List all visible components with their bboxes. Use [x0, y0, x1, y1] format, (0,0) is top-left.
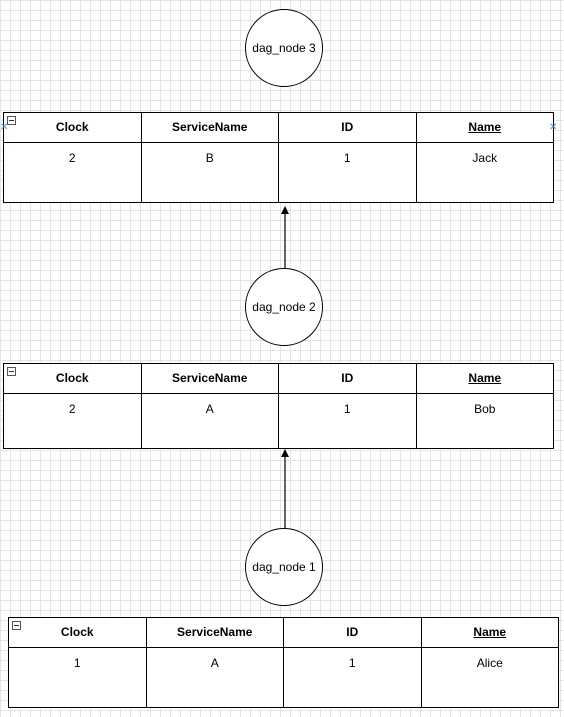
- dag-node-1[interactable]: dag_node 1: [245, 528, 323, 606]
- table-header: Clock ServiceName ID Name: [4, 364, 553, 394]
- header-id: ID: [278, 113, 416, 142]
- collapse-icon[interactable]: [7, 367, 16, 376]
- header-clock: Clock: [55, 371, 89, 385]
- dag-node-1-label: dag_node 1: [252, 560, 316, 574]
- collapse-icon[interactable]: [7, 116, 16, 125]
- table-alice[interactable]: Clock ServiceName ID Name 1 A 1 Alice: [8, 617, 559, 708]
- cell-servicename: A: [145, 648, 284, 708]
- header-servicename: ServiceName: [145, 618, 284, 647]
- selection-handle-right-icon[interactable]: ✕: [549, 122, 558, 133]
- cell-clock: 2: [68, 402, 76, 416]
- dag-node-2-label: dag_node 2: [252, 300, 316, 314]
- cell-name: Jack: [415, 143, 554, 203]
- table-row: 2 A 1 Bob: [4, 394, 553, 449]
- cell-clock: 2: [68, 151, 76, 165]
- cell-id: 1: [278, 394, 416, 449]
- header-servicename: ServiceName: [140, 113, 279, 142]
- header-name: Name: [415, 364, 554, 393]
- dag-node-3[interactable]: dag_node 3: [245, 9, 323, 87]
- header-clock: Clock: [55, 120, 89, 134]
- cell-servicename: B: [140, 143, 279, 203]
- dag-node-3-label: dag_node 3: [252, 41, 316, 55]
- table-jack[interactable]: Clock ServiceName ID Name 2 B 1 Jack: [3, 112, 554, 203]
- header-id: ID: [283, 618, 421, 647]
- header-name: Name: [420, 618, 559, 647]
- cell-id: 1: [283, 648, 421, 708]
- dag-node-2[interactable]: dag_node 2: [245, 268, 323, 346]
- header-clock: Clock: [60, 625, 94, 639]
- header-id: ID: [278, 364, 416, 393]
- header-name: Name: [415, 113, 554, 142]
- table-header: Clock ServiceName ID Name: [9, 618, 558, 648]
- table-row: 2 B 1 Jack: [4, 143, 553, 203]
- table-row: 1 A 1 Alice: [9, 648, 558, 708]
- header-servicename: ServiceName: [140, 364, 279, 393]
- cell-name: Bob: [415, 394, 554, 449]
- collapse-icon[interactable]: [12, 621, 21, 630]
- cell-name: Alice: [420, 648, 559, 708]
- cell-id: 1: [278, 143, 416, 203]
- cell-servicename: A: [140, 394, 279, 449]
- table-header: Clock ServiceName ID Name: [4, 113, 553, 143]
- selection-handle-left-icon[interactable]: ✕: [0, 122, 9, 133]
- cell-clock: 1: [73, 656, 81, 670]
- table-bob[interactable]: Clock ServiceName ID Name 2 A 1 Bob: [3, 363, 554, 449]
